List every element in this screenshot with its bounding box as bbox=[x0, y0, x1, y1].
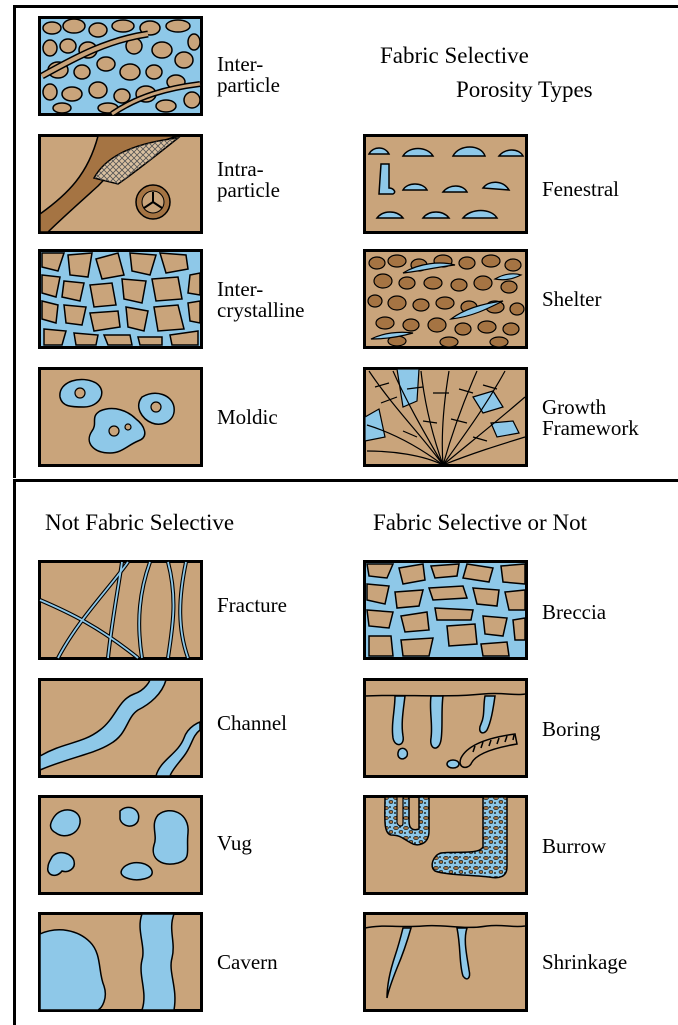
label-moldic: Moldic bbox=[217, 407, 278, 428]
burrow-illustration bbox=[363, 795, 528, 895]
moldic-illustration bbox=[38, 367, 203, 467]
breccia-illustration bbox=[363, 560, 528, 660]
label-fenestral: Fenestral bbox=[542, 179, 619, 200]
label-growth-framework-2: Framework bbox=[542, 418, 639, 439]
label-channel: Channel bbox=[217, 713, 287, 734]
label-burrow: Burrow bbox=[542, 836, 606, 857]
fabric-selective-title: Fabric Selective bbox=[380, 44, 529, 68]
label-intraparticle-2: particle bbox=[217, 180, 280, 201]
label-intercrystalline-2: crystalline bbox=[217, 300, 304, 321]
channel-illustration bbox=[38, 678, 203, 778]
label-cavern: Cavern bbox=[217, 952, 278, 973]
cavern-illustration bbox=[38, 912, 203, 1012]
fracture-illustration bbox=[38, 560, 203, 660]
label-shelter: Shelter bbox=[542, 289, 601, 310]
boring-illustration bbox=[363, 678, 528, 778]
fenestral-illustration bbox=[363, 134, 528, 234]
label-interparticle-2: particle bbox=[217, 75, 280, 96]
growth-framework-illustration bbox=[363, 367, 528, 467]
label-growth-framework-1: Growth bbox=[542, 397, 606, 418]
not-fabric-selective-title: Not Fabric Selective bbox=[45, 511, 234, 535]
label-shrinkage: Shrinkage bbox=[542, 952, 627, 973]
label-boring: Boring bbox=[542, 719, 600, 740]
shrinkage-illustration bbox=[363, 912, 528, 1012]
label-fracture: Fracture bbox=[217, 595, 287, 616]
interparticle-illustration bbox=[38, 16, 203, 116]
fabric-selective-subtitle: Porosity Types bbox=[456, 78, 593, 102]
label-breccia: Breccia bbox=[542, 602, 606, 623]
label-interparticle-1: Inter- bbox=[217, 54, 263, 75]
shelter-illustration bbox=[363, 249, 528, 349]
vug-illustration bbox=[38, 795, 203, 895]
fabric-selective-or-not-title: Fabric Selective or Not bbox=[373, 511, 587, 535]
label-vug: Vug bbox=[217, 833, 252, 854]
label-intraparticle-1: Intra- bbox=[217, 159, 264, 180]
intercrystalline-illustration bbox=[38, 249, 203, 349]
label-intercrystalline-1: Inter- bbox=[217, 279, 263, 300]
intraparticle-illustration bbox=[38, 134, 203, 234]
